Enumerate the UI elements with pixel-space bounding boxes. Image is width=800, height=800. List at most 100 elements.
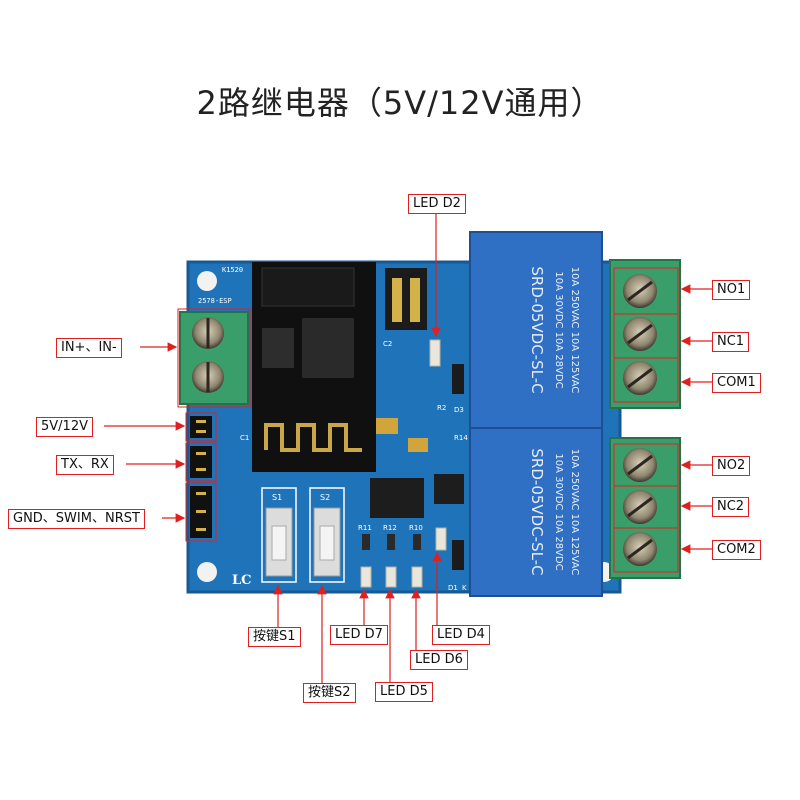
driver-chip	[434, 474, 464, 504]
button-s1-outline	[261, 487, 297, 583]
highlight-com2	[613, 527, 679, 573]
relay-1-body	[469, 231, 603, 429]
screw-com1-slot	[627, 367, 653, 389]
terminal-block-relay-1	[609, 259, 681, 409]
relay-1: 10A 250VAC 10A 125VAC 10A 30VDC 10A 28VD…	[469, 231, 603, 429]
esp-chip	[302, 318, 354, 378]
diode-d1	[452, 540, 464, 570]
callout-key-s1: 按键S1	[248, 627, 301, 647]
silk-r2: R2	[437, 404, 446, 412]
capacitor-c2	[376, 418, 398, 434]
silk-k: K	[462, 584, 467, 592]
jumper	[385, 268, 427, 330]
pin	[196, 420, 206, 423]
resistor-r12	[387, 534, 395, 550]
esp01-module	[252, 262, 376, 472]
callout-nc2: NC2	[712, 497, 750, 517]
silk-s2: S2	[320, 493, 330, 502]
led-d6	[411, 566, 423, 588]
flash-chip	[262, 328, 294, 368]
terminal-block-relay-2	[609, 437, 681, 579]
pin	[196, 452, 206, 455]
jumper-pin-1	[392, 278, 402, 322]
callout-key-s2: 按键S2	[303, 683, 356, 703]
pcb-antenna	[264, 423, 362, 452]
silk-r14: R14	[454, 434, 468, 442]
callout-led-d4: LED D4	[432, 625, 490, 645]
callout-led-d2: LED D2	[408, 194, 466, 214]
header-txrx	[190, 446, 212, 478]
relay-2-body	[469, 427, 603, 597]
screw-no1-slot	[627, 280, 653, 302]
relay-1-line1: 10A 250VAC 10A 125VAC	[569, 267, 580, 394]
jumper-pin-2	[410, 278, 420, 322]
silk-d1: D1	[448, 584, 458, 592]
screw-com2-slot	[627, 538, 653, 560]
callout-txrx: TX、RX	[56, 455, 114, 475]
led-d5	[385, 566, 397, 588]
pin	[196, 468, 206, 471]
pin	[196, 430, 206, 433]
relay-2: 10A 250VAC 10A 125VAC 10A 30VDC 10A 28VD…	[469, 427, 603, 597]
led-d7	[360, 566, 372, 588]
silk-c1: C1	[240, 434, 249, 442]
capacitor-c	[408, 438, 428, 452]
button-s2: S2	[309, 487, 345, 583]
screw-nc1-slot	[627, 323, 653, 345]
header-5v12v	[190, 416, 212, 438]
silk-top: K1520	[222, 266, 243, 274]
screw-no2-slot	[627, 454, 653, 476]
relay-2-line1: 10A 250VAC 10A 125VAC	[569, 449, 580, 576]
callout-gnd-swim-nrst: GND、SWIM、NRST	[8, 509, 145, 529]
relay-1-model: SRD-05VDC-SL-C	[528, 266, 546, 393]
callout-led-d5: LED D5	[375, 682, 433, 702]
silk-r10: R10	[409, 524, 423, 532]
silk-esp: 2578-ESP	[198, 297, 232, 305]
jumper-header	[385, 268, 427, 330]
relay-1-line2: 10A 30VDC 10A 28VDC	[553, 271, 564, 388]
button-s2-cap	[319, 525, 335, 561]
resistor-r10	[413, 534, 421, 550]
diode-d3	[452, 364, 464, 394]
pcb-edge	[186, 260, 622, 594]
highlight-boxes	[177, 267, 679, 573]
silk-r11: R11	[358, 524, 372, 532]
terminal-block-input	[179, 311, 249, 405]
callout-no2: NO2	[712, 456, 751, 476]
button-s1: S1	[261, 487, 297, 583]
callout-com1: COM1	[712, 373, 761, 393]
button-s1-cap	[271, 525, 287, 561]
callout-com2: COM2	[712, 540, 761, 560]
leader-lines	[104, 214, 712, 684]
highlight-gnd	[185, 482, 217, 542]
led-d4	[435, 527, 447, 551]
highlight-5v12v	[185, 412, 217, 442]
silk-c2: C2	[383, 340, 392, 348]
callout-in: IN+、IN-	[56, 338, 122, 358]
callout-no1: NO1	[712, 280, 751, 300]
callout-led-d7: LED D7	[330, 625, 388, 645]
highlight-txrx	[185, 442, 217, 482]
screw-nc2-slot	[627, 496, 653, 518]
relay-2-line2: 10A 30VDC 10A 28VDC	[553, 453, 564, 570]
pin	[196, 492, 206, 495]
mount-hole-bl	[197, 562, 217, 582]
highlight-com1	[613, 357, 679, 403]
mount-hole-tl	[197, 271, 217, 291]
silk-r12: R12	[383, 524, 397, 532]
highlight-input	[177, 308, 251, 408]
callout-nc1: NC1	[712, 332, 750, 352]
page-title: 2路继电器（5V/12V通用）	[196, 84, 604, 122]
led-d2	[429, 339, 441, 367]
silk-d3: D3	[454, 406, 464, 414]
relay-2-model: SRD-05VDC-SL-C	[528, 448, 546, 575]
callout-led-d6: LED D6	[410, 650, 468, 670]
resistor-r11	[362, 534, 370, 550]
button-s2-outline	[309, 487, 345, 583]
pin	[196, 528, 206, 531]
pin	[196, 510, 206, 513]
silk-s1: S1	[272, 493, 282, 502]
esp01-header	[261, 267, 355, 307]
